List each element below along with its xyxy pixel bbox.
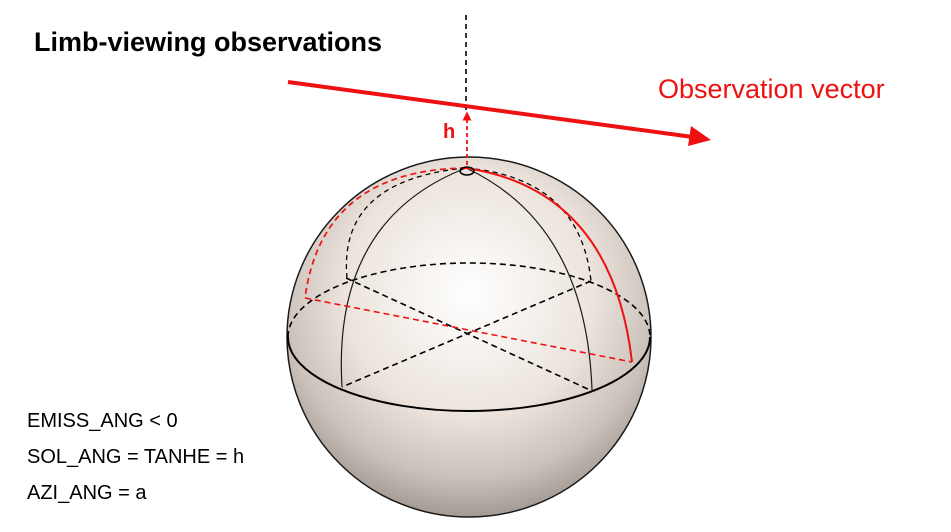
equator-back (287, 262, 651, 338)
observation-vector-arrowhead (688, 126, 711, 146)
meridian-front-left (340, 167, 467, 388)
diagram-title: Limb-viewing observations (34, 27, 382, 57)
observation-vector-label: Observation vector (658, 74, 885, 104)
param-azi-ang: AZI_ANG = a (27, 482, 147, 504)
meridian-back-left (345, 167, 467, 279)
tangent-arc-left (304, 167, 467, 299)
planet-sphere (286, 156, 652, 518)
observation-vector-line (287, 80, 701, 140)
tangent-chord (304, 297, 633, 363)
tangent-point-marker (459, 166, 475, 176)
equatorial-diagonal-2 (341, 280, 592, 388)
param-emiss-ang: EMISS_ANG < 0 (27, 410, 178, 432)
meridian-front-right (465, 167, 593, 391)
tangent-height-label: h (443, 121, 455, 143)
param-sol-ang: SOL_ANG = TANHE = h (27, 446, 244, 468)
equator-front (287, 336, 651, 412)
tangent-arc-right (465, 167, 633, 363)
